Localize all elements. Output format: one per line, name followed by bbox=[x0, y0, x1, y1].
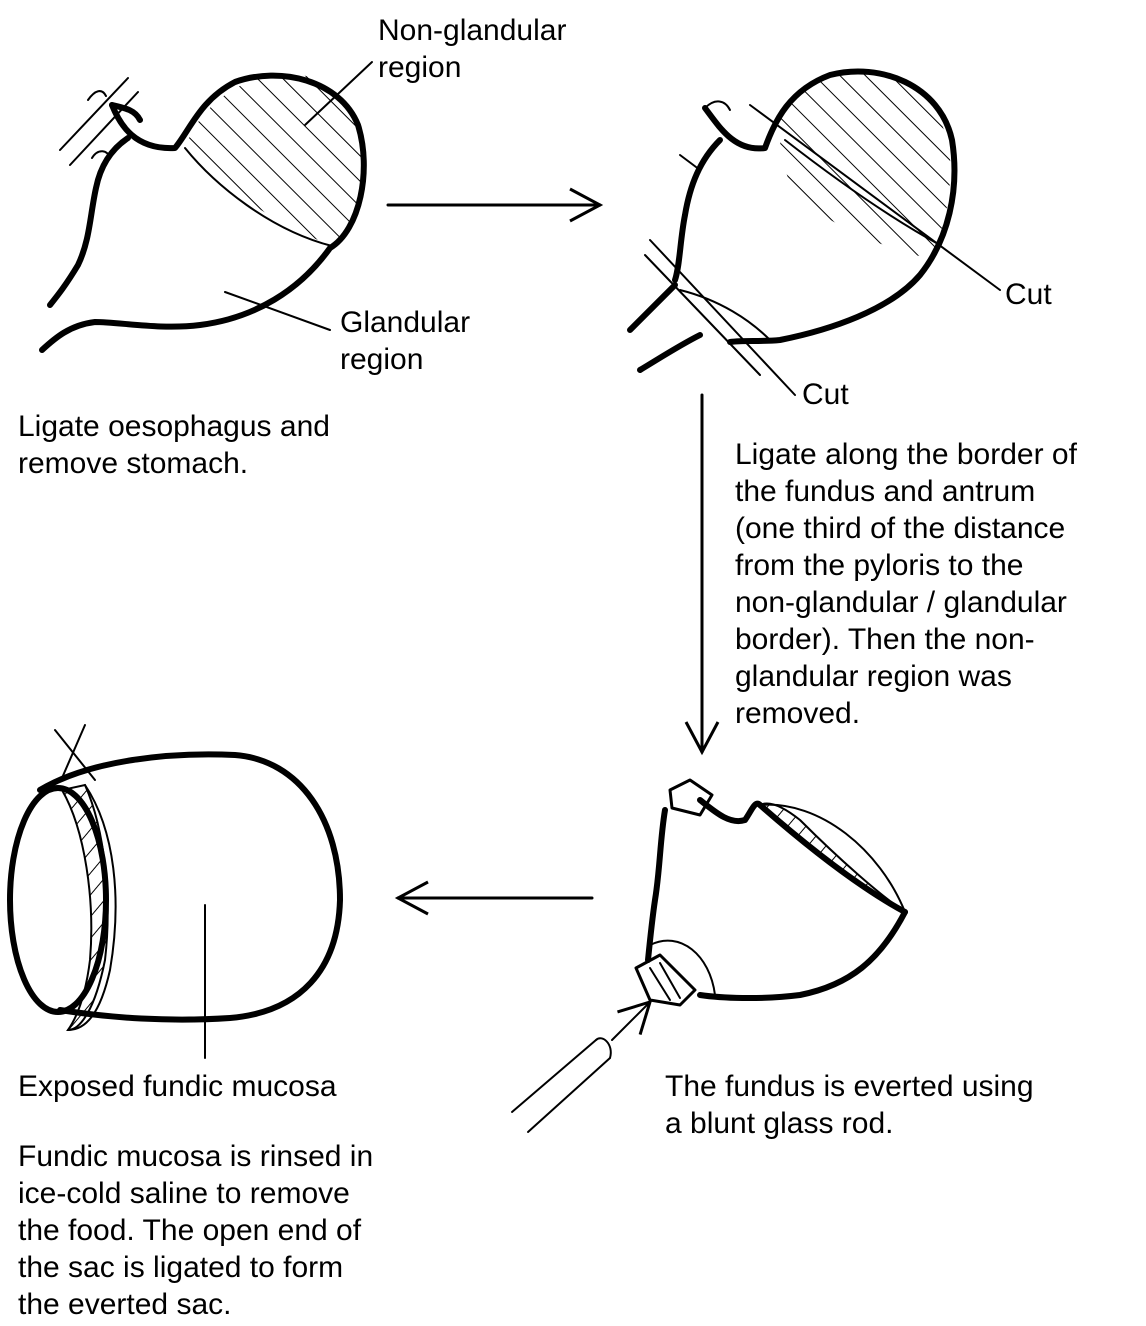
stage1-stomach bbox=[42, 62, 372, 350]
stage3-outline bbox=[700, 800, 760, 821]
sac-hatched-rim bbox=[62, 785, 108, 1030]
everted-cup-bottom bbox=[636, 955, 695, 1005]
step2-caption: Ligate along the border of the fundus an… bbox=[735, 436, 1077, 732]
label-non-glandular: Non-glandular region bbox=[378, 12, 566, 86]
rod-arrow bbox=[612, 1002, 650, 1040]
hatched-region-stage2 bbox=[780, 72, 951, 258]
glass-rod bbox=[512, 1038, 611, 1132]
stage2-stomach bbox=[630, 71, 1000, 395]
everted-cup-top bbox=[670, 780, 712, 815]
label-glandular: Glandular region bbox=[340, 304, 470, 378]
stage4-everted-sac bbox=[10, 725, 340, 1058]
label-exposed-fundic-mucosa: Exposed fundic mucosa bbox=[18, 1068, 337, 1105]
step3-caption: The fundus is everted using a blunt glas… bbox=[665, 1068, 1034, 1142]
step1-caption: Ligate oesophagus and remove stomach. bbox=[18, 408, 330, 482]
cut-line-lower-a bbox=[650, 240, 795, 395]
step4-caption: Fundic mucosa is rinsed in ice-cold sali… bbox=[18, 1138, 373, 1323]
hatched-band-stage3 bbox=[760, 803, 905, 912]
label-cut-upper: Cut bbox=[1005, 276, 1052, 313]
label-cut-lower: Cut bbox=[802, 376, 849, 413]
